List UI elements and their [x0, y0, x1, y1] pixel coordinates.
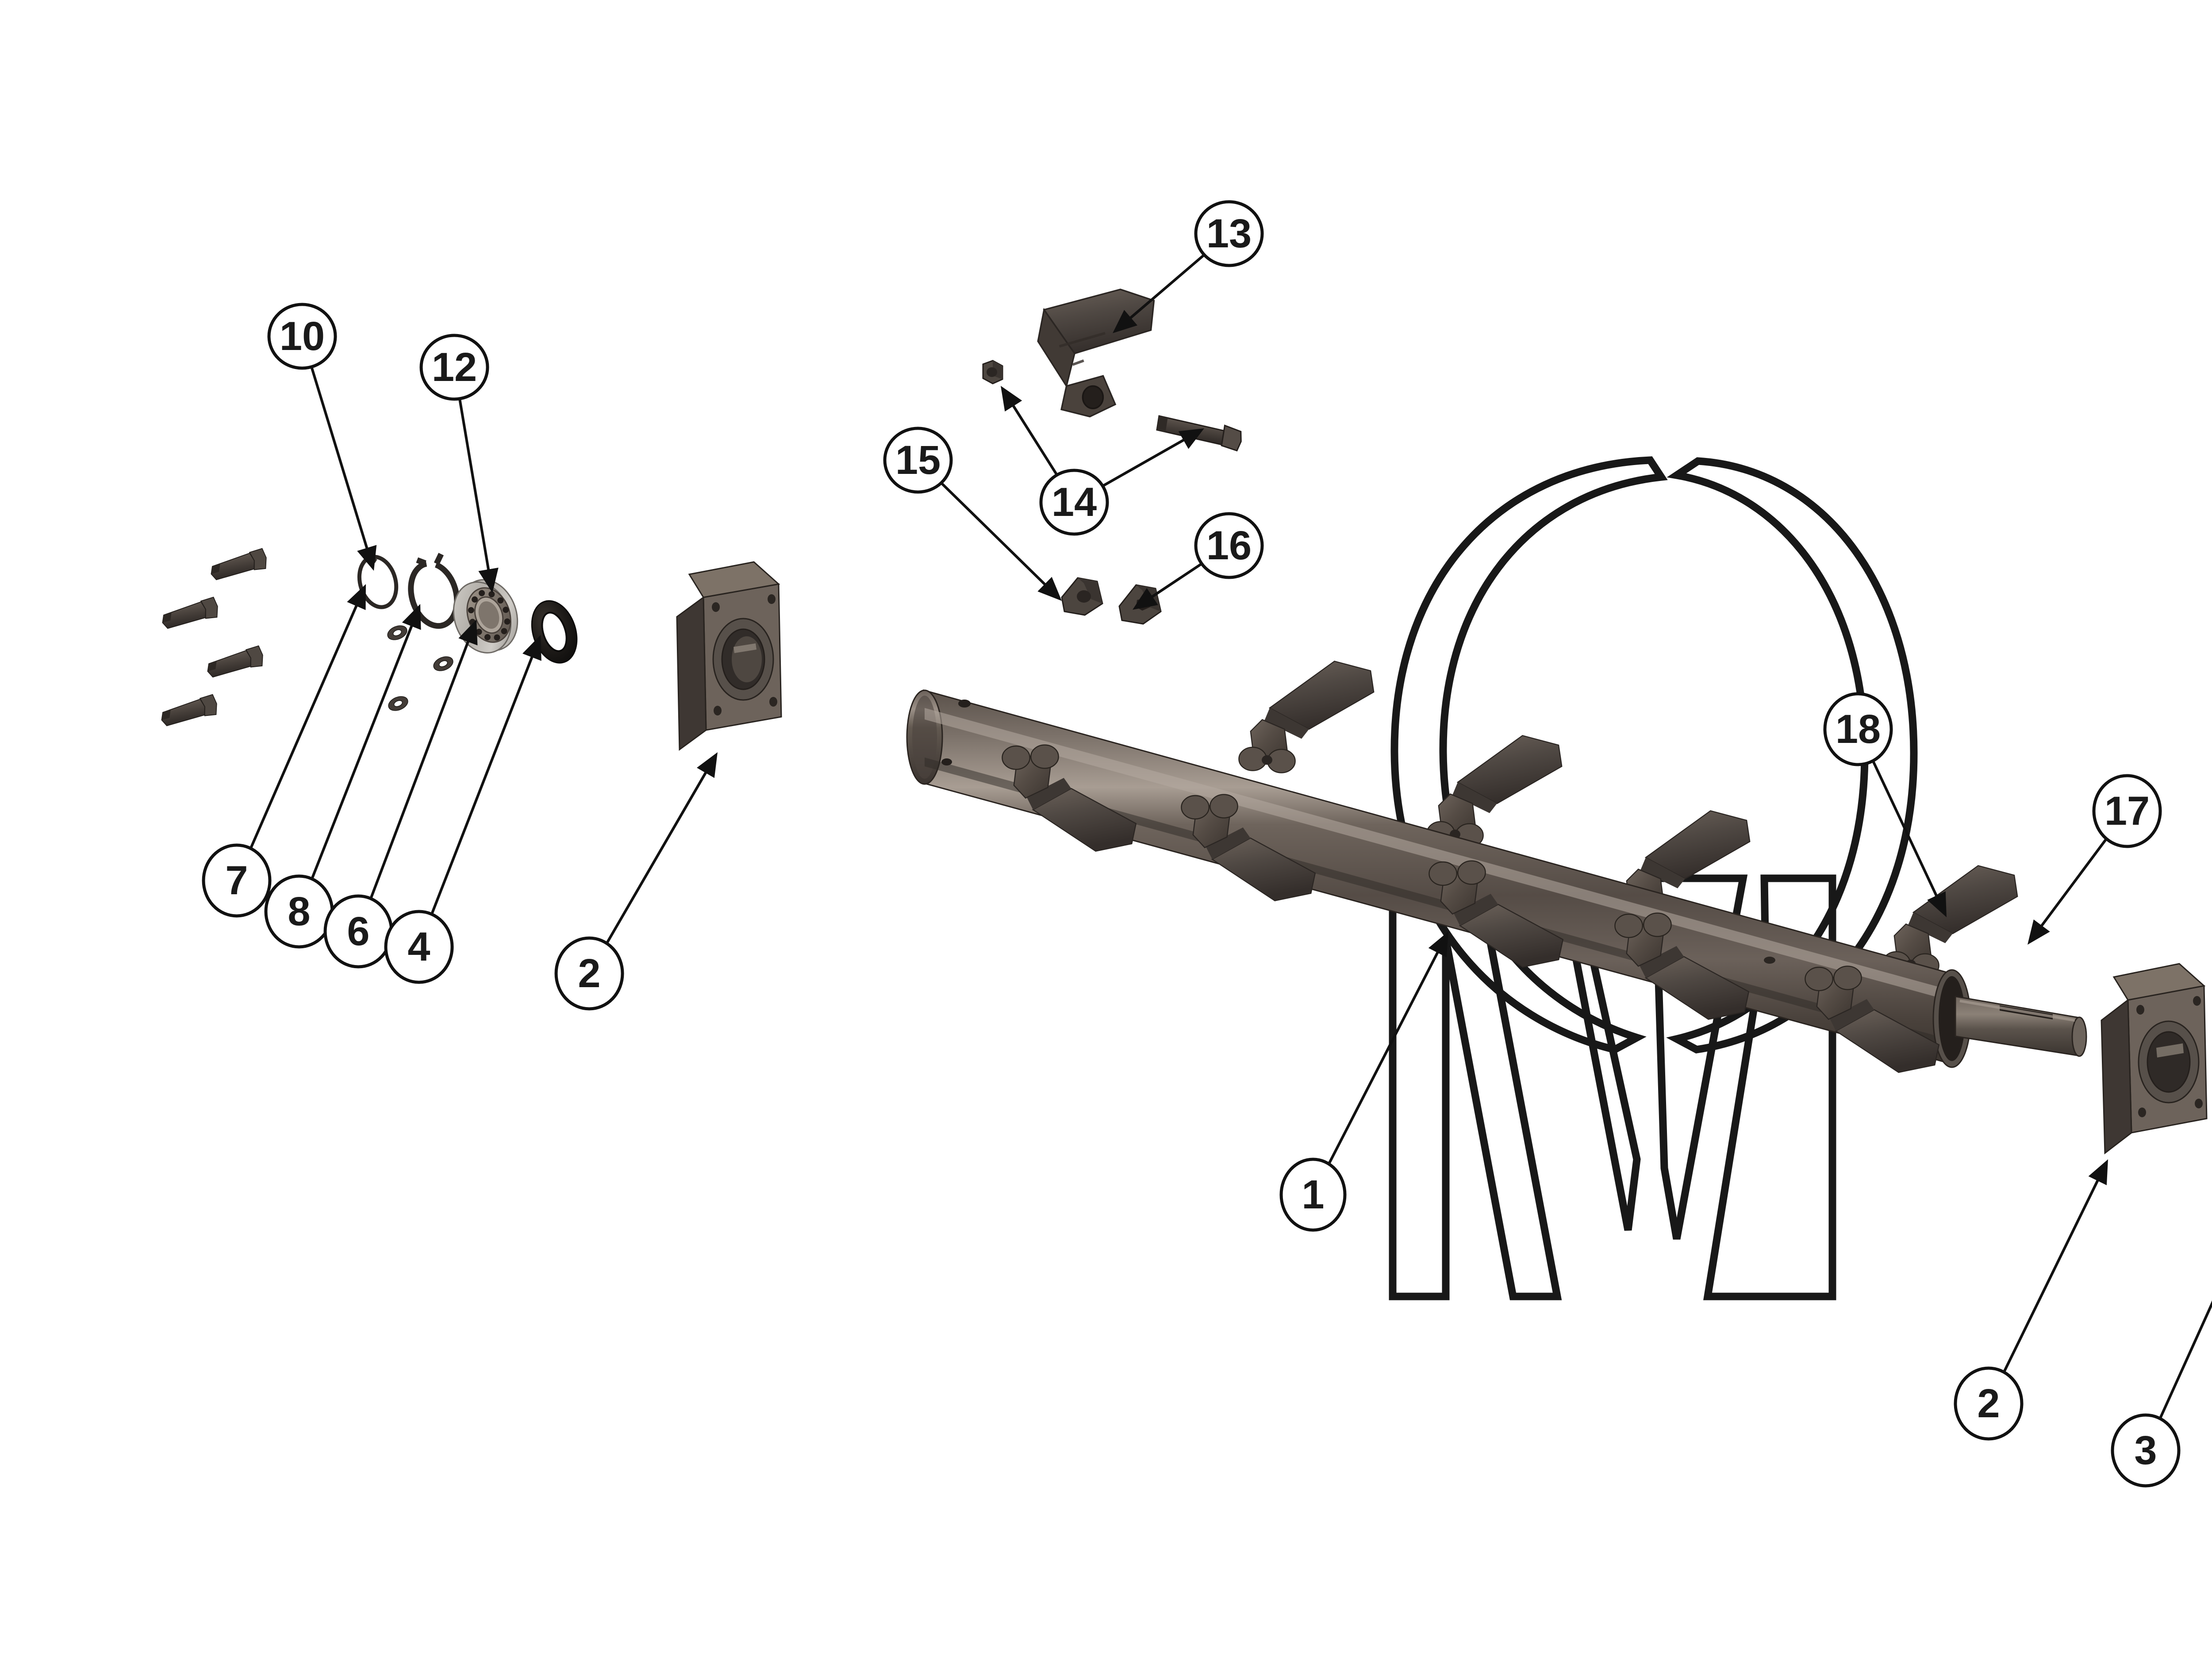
callout-number: 3 — [2134, 1428, 2157, 1473]
callout-2[interactable]: 2 — [1954, 1366, 2024, 1441]
leader-line — [2035, 838, 2108, 934]
callout-13[interactable]: 13 — [1194, 200, 1264, 267]
callout-7[interactable]: 7 — [202, 843, 272, 918]
leader-arrowhead — [697, 752, 718, 778]
leader-arrowhead — [458, 619, 478, 646]
leader-line — [1328, 944, 1443, 1165]
circlip-8-left — [408, 553, 460, 629]
leader-line — [2002, 1172, 2103, 1373]
leader-line — [1144, 562, 1203, 603]
leader-line — [369, 633, 472, 899]
leader-line — [1871, 760, 1942, 904]
leader-arrowhead — [2088, 1159, 2108, 1185]
callout-16[interactable]: 16 — [1194, 512, 1264, 579]
leader-arrowhead — [522, 635, 541, 661]
callout-number: 6 — [347, 909, 369, 954]
callout-bubble[interactable] — [554, 936, 624, 1011]
callout-17[interactable]: 17 — [2092, 774, 2162, 848]
flange-housing-2-left — [676, 561, 782, 751]
leader-arrowhead — [1133, 588, 1158, 610]
leader-line — [940, 482, 1052, 592]
leader-arrowhead — [478, 567, 499, 593]
callout-6[interactable]: 6 — [323, 894, 393, 969]
callout-bubble[interactable] — [384, 910, 454, 984]
callout-number: 7 — [225, 858, 248, 903]
callout-bubble[interactable] — [2111, 1413, 2181, 1488]
callout-number: 10 — [280, 314, 325, 359]
callout-bubble[interactable] — [202, 843, 272, 918]
leader-arrowhead — [2028, 919, 2050, 945]
callout-bubble[interactable] — [1954, 1366, 2024, 1441]
nut-14 — [982, 360, 1003, 385]
callout-bubble[interactable] — [1823, 692, 1893, 766]
right-hardware-group — [2101, 963, 2208, 1154]
callout-18[interactable]: 18 — [1823, 692, 1893, 766]
leader-line — [1102, 435, 1192, 487]
rotor-assembly-1 — [906, 661, 2087, 1073]
top-blade-group — [982, 288, 1242, 625]
oil-seal-4-left — [531, 600, 578, 664]
callout-bubble[interactable] — [1279, 1158, 1347, 1232]
leader-line — [311, 617, 416, 880]
callout-number: 2 — [578, 951, 600, 996]
callout-number: 15 — [895, 438, 941, 483]
leader-arrowhead — [357, 545, 377, 571]
callout-number: 14 — [1052, 480, 1097, 525]
callout-bubble[interactable] — [1039, 469, 1109, 536]
leader-line — [310, 366, 371, 557]
leader-line — [1007, 398, 1058, 476]
callout-bubble[interactable] — [419, 334, 489, 401]
callout-number: 8 — [288, 889, 310, 934]
callout-3[interactable]: 3 — [2111, 1413, 2181, 1488]
leader-line — [249, 597, 361, 849]
leader-arrowhead — [1001, 386, 1022, 412]
callout-4[interactable]: 4 — [384, 910, 454, 984]
callout-number: 2 — [1977, 1381, 2000, 1426]
callout-number: 16 — [1206, 523, 1252, 568]
leader-line — [430, 648, 537, 915]
callout-bubble[interactable] — [267, 303, 337, 370]
spacer-15 — [1061, 577, 1103, 616]
leader-line — [605, 764, 711, 944]
callout-bubble[interactable] — [1194, 200, 1264, 267]
callout-15[interactable]: 15 — [883, 427, 953, 494]
rotor-shaft — [1955, 996, 2087, 1057]
leader-line — [2158, 1300, 2212, 1419]
callout-2[interactable]: 2 — [554, 936, 624, 1011]
flange-housing-2-right — [2101, 963, 2208, 1154]
callout-number: 1 — [1302, 1172, 1324, 1217]
flail-blade-13 — [1037, 288, 1155, 418]
callout-bubble[interactable] — [883, 427, 953, 494]
leader-arrowhead — [1037, 577, 1062, 601]
leader-line — [458, 398, 492, 578]
callout-12[interactable]: 12 — [419, 334, 489, 401]
leader-line — [1123, 254, 1205, 325]
callout-number: 4 — [407, 924, 430, 969]
callout-bubble[interactable] — [1194, 512, 1264, 579]
callout-1[interactable]: 1 — [1279, 1158, 1347, 1232]
leader-arrowhead — [1178, 428, 1204, 449]
leader-arrowhead — [1927, 891, 1947, 917]
callout-10[interactable]: 10 — [267, 303, 337, 370]
leader-arrowhead — [1113, 310, 1137, 333]
callout-number: 18 — [1836, 707, 1881, 752]
leader-arrowhead — [402, 604, 421, 630]
callout-number: 12 — [432, 345, 477, 390]
callout-number: 17 — [2104, 788, 2150, 834]
callout-14[interactable]: 14 — [1039, 469, 1109, 536]
leader-arrowhead — [1428, 931, 1448, 958]
callout-8[interactable]: 8 — [264, 874, 334, 949]
leader-arrowhead — [347, 584, 366, 610]
callout-number: 13 — [1206, 211, 1252, 256]
callout-bubble[interactable] — [2092, 774, 2162, 848]
